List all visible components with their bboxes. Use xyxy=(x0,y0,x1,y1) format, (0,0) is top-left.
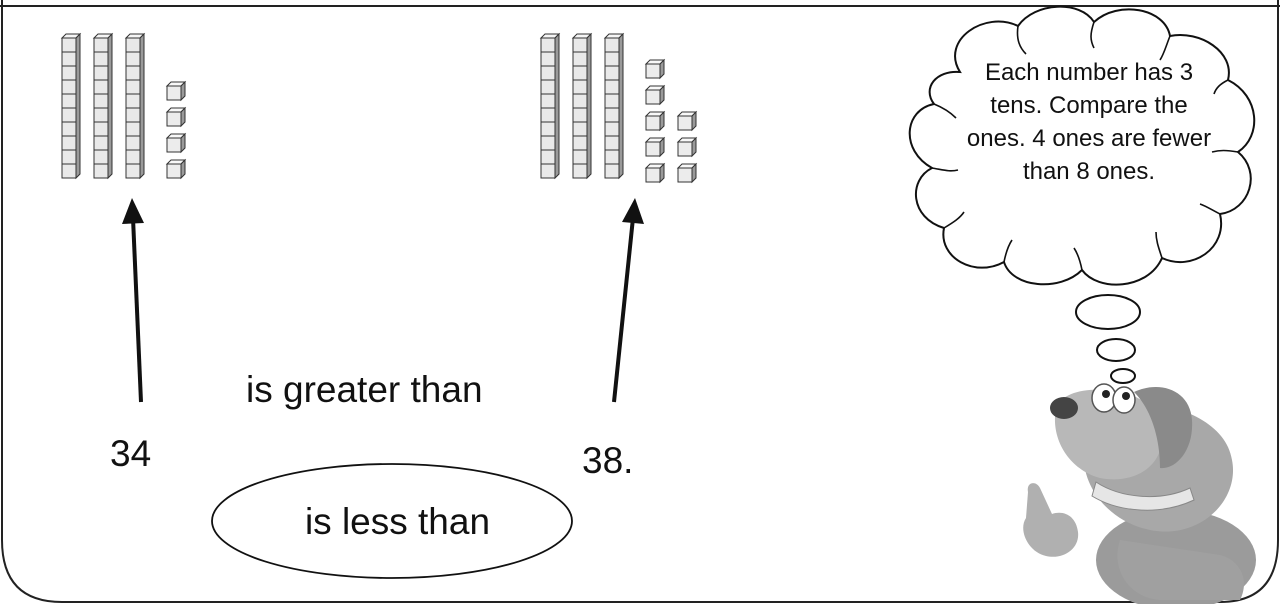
tens-rod xyxy=(571,32,593,180)
base-ten-model-38 xyxy=(539,32,698,184)
arrow-to-38 xyxy=(612,198,644,403)
ones-cube xyxy=(165,106,187,128)
tens-rod xyxy=(539,32,561,180)
ones-cube xyxy=(644,136,666,158)
ones-cube xyxy=(165,80,187,102)
ones-cube xyxy=(644,162,666,184)
arrow-to-34 xyxy=(122,198,144,403)
ones-cube xyxy=(644,58,666,80)
dog-icon xyxy=(1023,383,1256,604)
ones-cube xyxy=(165,132,187,154)
ones-cube xyxy=(644,110,666,132)
ones-cube xyxy=(676,162,698,184)
ones-cube xyxy=(676,136,698,158)
thought-cloud xyxy=(908,5,1256,286)
tens-rod xyxy=(60,32,82,180)
thought-bubble-text: Each number has 3 tens. Compare the ones… xyxy=(966,59,1212,185)
second-number-label: 38. xyxy=(582,440,634,481)
selected-option-ellipse xyxy=(211,463,573,579)
ones-cube xyxy=(644,84,666,106)
tens-rod xyxy=(92,32,114,180)
ones-cube xyxy=(165,158,187,180)
first-number-label: 34 xyxy=(110,433,152,474)
tens-rod xyxy=(124,32,146,180)
tens-rod xyxy=(603,32,625,180)
greater-than-option[interactable]: is greater than xyxy=(246,369,483,410)
less-than-option[interactable]: is less than xyxy=(304,501,491,542)
ones-cube xyxy=(676,110,698,132)
base-ten-model-34 xyxy=(60,32,187,180)
